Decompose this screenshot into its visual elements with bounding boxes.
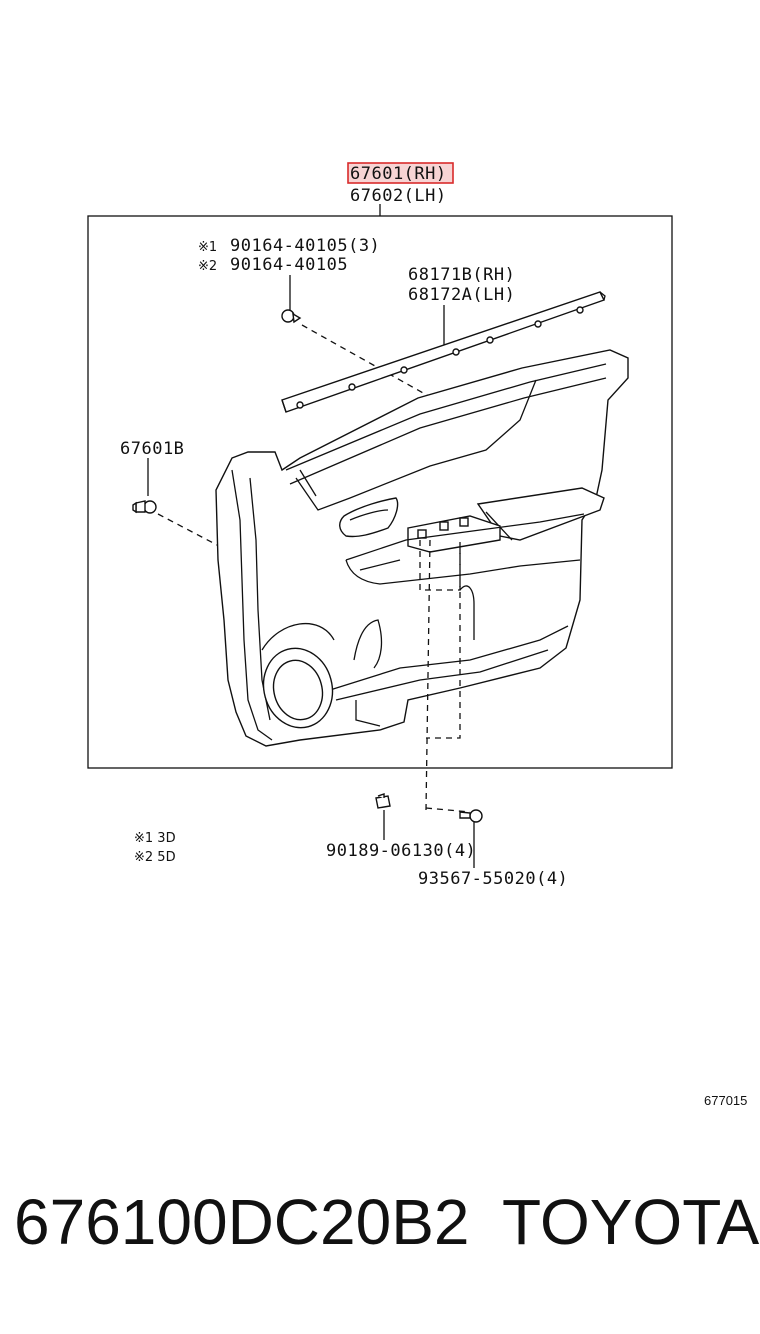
note-mark-1: ※1	[198, 240, 217, 255]
legend-line-1: ※1 3D	[134, 831, 176, 846]
weatherstrip-part	[281, 291, 606, 413]
switch-leaders	[419, 539, 471, 813]
callout-nut: 90189-06130(4)	[326, 841, 476, 861]
legend-line-2: ※2 5D	[134, 850, 176, 865]
highlight-box[interactable]	[347, 162, 454, 184]
door-trim-panel	[215, 349, 629, 747]
nut-part	[375, 793, 391, 809]
callout-screw: 93567-55020(4)	[418, 869, 568, 889]
callout-weatherstrip-rh: 68171B(RH)	[408, 265, 515, 285]
clip-part	[281, 309, 302, 324]
footer-brand: TOYOTA	[502, 1186, 760, 1258]
callout-main-lh: 67602(LH)	[350, 186, 447, 206]
callout-clip-2: 90164-40105	[230, 255, 348, 275]
callout-clip-1: 90164-40105(3)	[230, 236, 380, 256]
callout-weatherstrip-lh: 68172A(LH)	[408, 285, 515, 305]
screw-part	[459, 809, 483, 823]
figure-code: 677015	[704, 1093, 747, 1108]
callout-side-clip: 67601B	[120, 439, 184, 459]
note-mark-2: ※2	[198, 259, 217, 274]
assembly-frame	[87, 215, 673, 769]
footer-part-number: 676100DC20B2	[14, 1186, 470, 1258]
side-clip-part	[132, 500, 157, 514]
callout-main-rh[interactable]: 67601(RH)	[350, 164, 447, 184]
